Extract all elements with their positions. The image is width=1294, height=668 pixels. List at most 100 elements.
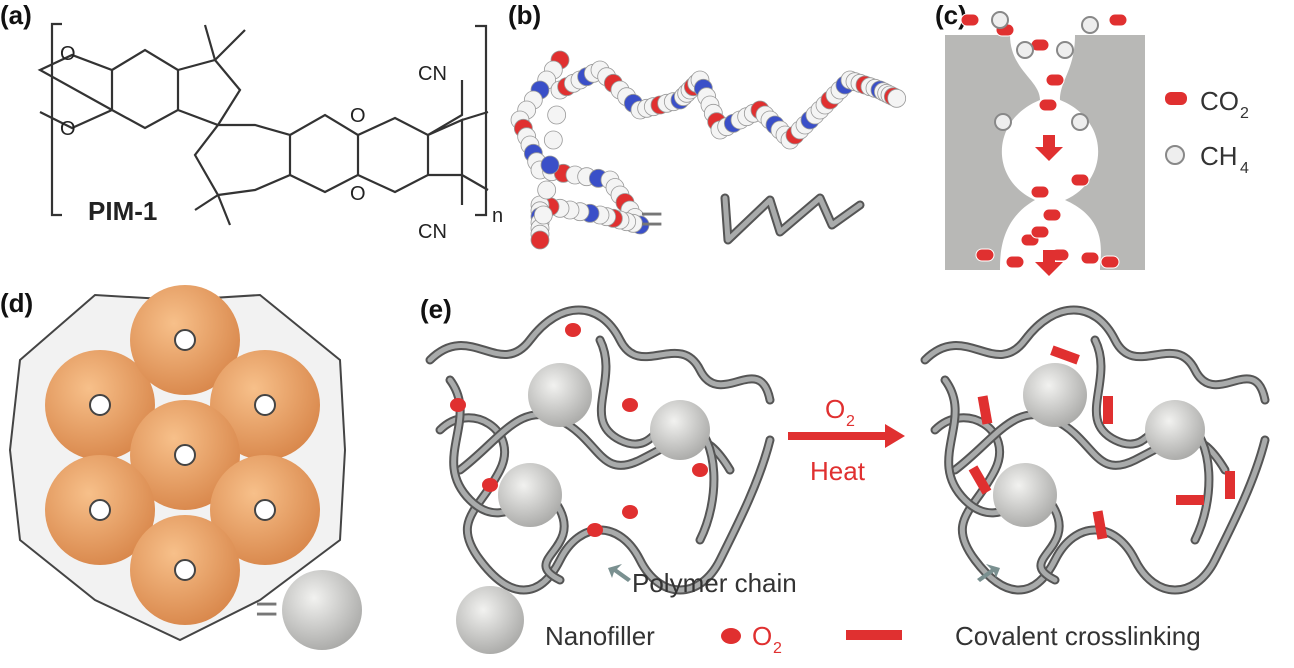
atom-sphere <box>533 205 553 225</box>
co2-molecule <box>1100 255 1120 269</box>
cyano-group: CN <box>418 221 447 243</box>
pore-opening <box>174 444 196 466</box>
panel-e: (e) O 2 Heat Polymer chain Nanofiller O … <box>420 294 1270 657</box>
pore-opening <box>89 394 111 416</box>
crosslink <box>1176 495 1204 505</box>
co2-icon <box>1165 92 1187 105</box>
co2-molecule <box>1038 98 1058 112</box>
crosslink <box>977 395 993 425</box>
pore-opening <box>89 499 111 521</box>
crosslink <box>1050 345 1080 365</box>
atom-sphere <box>530 230 550 250</box>
o2-dot-icon <box>721 628 741 644</box>
atom-sphere <box>540 155 560 175</box>
polymer-matrix-after <box>920 305 1270 595</box>
nanofiller-sphere-icon <box>456 586 524 654</box>
polymer-matrix-before <box>425 305 775 595</box>
legend: Nanofiller O 2 Covalent crosslinking <box>456 586 1201 657</box>
co2-molecule <box>1042 208 1062 222</box>
cyano-group: CN <box>418 63 447 85</box>
nanofiller-sphere <box>498 463 562 527</box>
nanofiller-sphere <box>1023 363 1087 427</box>
ch4-molecule <box>1071 113 1089 131</box>
o2-subscript: 2 <box>773 640 782 657</box>
ch4-icon <box>1165 145 1185 165</box>
co2-molecule <box>975 248 995 262</box>
panel-label-d: (d) <box>0 288 33 318</box>
nanofiller-sphere-icon <box>282 570 362 650</box>
nanofiller-sphere <box>650 400 710 460</box>
polymer-chain-label: Polymer chain <box>632 568 797 598</box>
ch4-molecule <box>1056 41 1074 59</box>
pim1-name: PIM-1 <box>88 196 157 226</box>
panel-b: (b) = <box>508 0 907 250</box>
oxygen-atom: O <box>350 105 366 127</box>
legend-nanofiller: Nanofiller <box>545 621 655 651</box>
crosslink <box>1225 471 1235 499</box>
oxygen-atom: O <box>350 183 366 205</box>
repeat-unit-n: n <box>492 205 503 227</box>
co2-molecule <box>1030 185 1050 199</box>
pore-opening <box>254 394 276 416</box>
legend-covalent-crosslinking: Covalent crosslinking <box>955 621 1201 651</box>
crosslink <box>968 465 992 495</box>
panel-label-b: (b) <box>508 0 541 30</box>
reaction-arrow: O 2 Heat <box>788 394 905 486</box>
co2-molecule <box>1108 13 1128 27</box>
oxygen-atom: O <box>60 118 76 140</box>
equals-sign: = <box>255 587 278 631</box>
panel-d: (d) = <box>0 285 362 650</box>
equals-sign: = <box>640 197 663 241</box>
legend-o2: O <box>752 621 772 651</box>
ch4-molecule <box>1081 16 1099 34</box>
co2-molecule <box>1045 73 1065 87</box>
o2-subscript: 2 <box>846 413 855 430</box>
pore-opening <box>174 329 196 351</box>
co2-molecule <box>1070 173 1090 187</box>
ch4-molecule <box>1016 41 1034 59</box>
panel-label-a: (a) <box>0 0 32 30</box>
co2-legend-label: CO <box>1200 86 1239 116</box>
crosslink <box>1092 510 1108 540</box>
ch4-subscript: 4 <box>1240 160 1249 177</box>
pore-network <box>8 285 347 642</box>
pore-opening <box>174 559 196 581</box>
space-filling-model <box>510 50 907 250</box>
pim1-structure: O O O O CN CN n PIM-1 <box>37 22 503 243</box>
polymer-chain <box>932 415 1268 593</box>
atom-sphere <box>547 105 567 125</box>
o2-molecule <box>450 398 466 412</box>
oxygen-atom: O <box>60 43 76 65</box>
panel-label-e: (e) <box>420 294 452 324</box>
pore-channel <box>945 35 1145 270</box>
co2-molecule <box>960 13 980 27</box>
co2-subscript: 2 <box>1240 105 1249 122</box>
polymer-chain <box>922 307 1268 403</box>
o2-molecule <box>622 505 638 519</box>
co2-molecule <box>1005 255 1025 269</box>
atom-sphere <box>537 180 557 200</box>
ch4-molecule <box>994 113 1012 131</box>
co2-molecule <box>1030 225 1050 239</box>
panel-a: (a) O O O O CN CN n PIM-1 <box>0 0 503 243</box>
o2-molecule <box>587 523 603 537</box>
pore-opening <box>254 499 276 521</box>
panel-c: (c) CO 2 CH 4 <box>935 0 1249 276</box>
atom-sphere <box>543 130 563 150</box>
reaction-condition-o2: O <box>825 394 845 424</box>
o2-molecule <box>692 463 708 477</box>
nanofiller-sphere <box>1145 400 1205 460</box>
ch4-molecule <box>991 11 1009 29</box>
polymer-chain <box>427 307 773 403</box>
co2-molecule <box>1080 251 1100 265</box>
nanofiller-sphere <box>993 463 1057 527</box>
nanofiller-sphere <box>528 363 592 427</box>
o2-molecule <box>482 478 498 492</box>
reaction-condition-heat: Heat <box>810 456 866 486</box>
crosslink <box>1103 396 1113 424</box>
crosslink-bar-icon <box>846 630 902 640</box>
ch4-legend-label: CH <box>1200 141 1238 171</box>
panel-label-c: (c) <box>935 0 967 30</box>
down-arrow-icon <box>1035 135 1063 276</box>
